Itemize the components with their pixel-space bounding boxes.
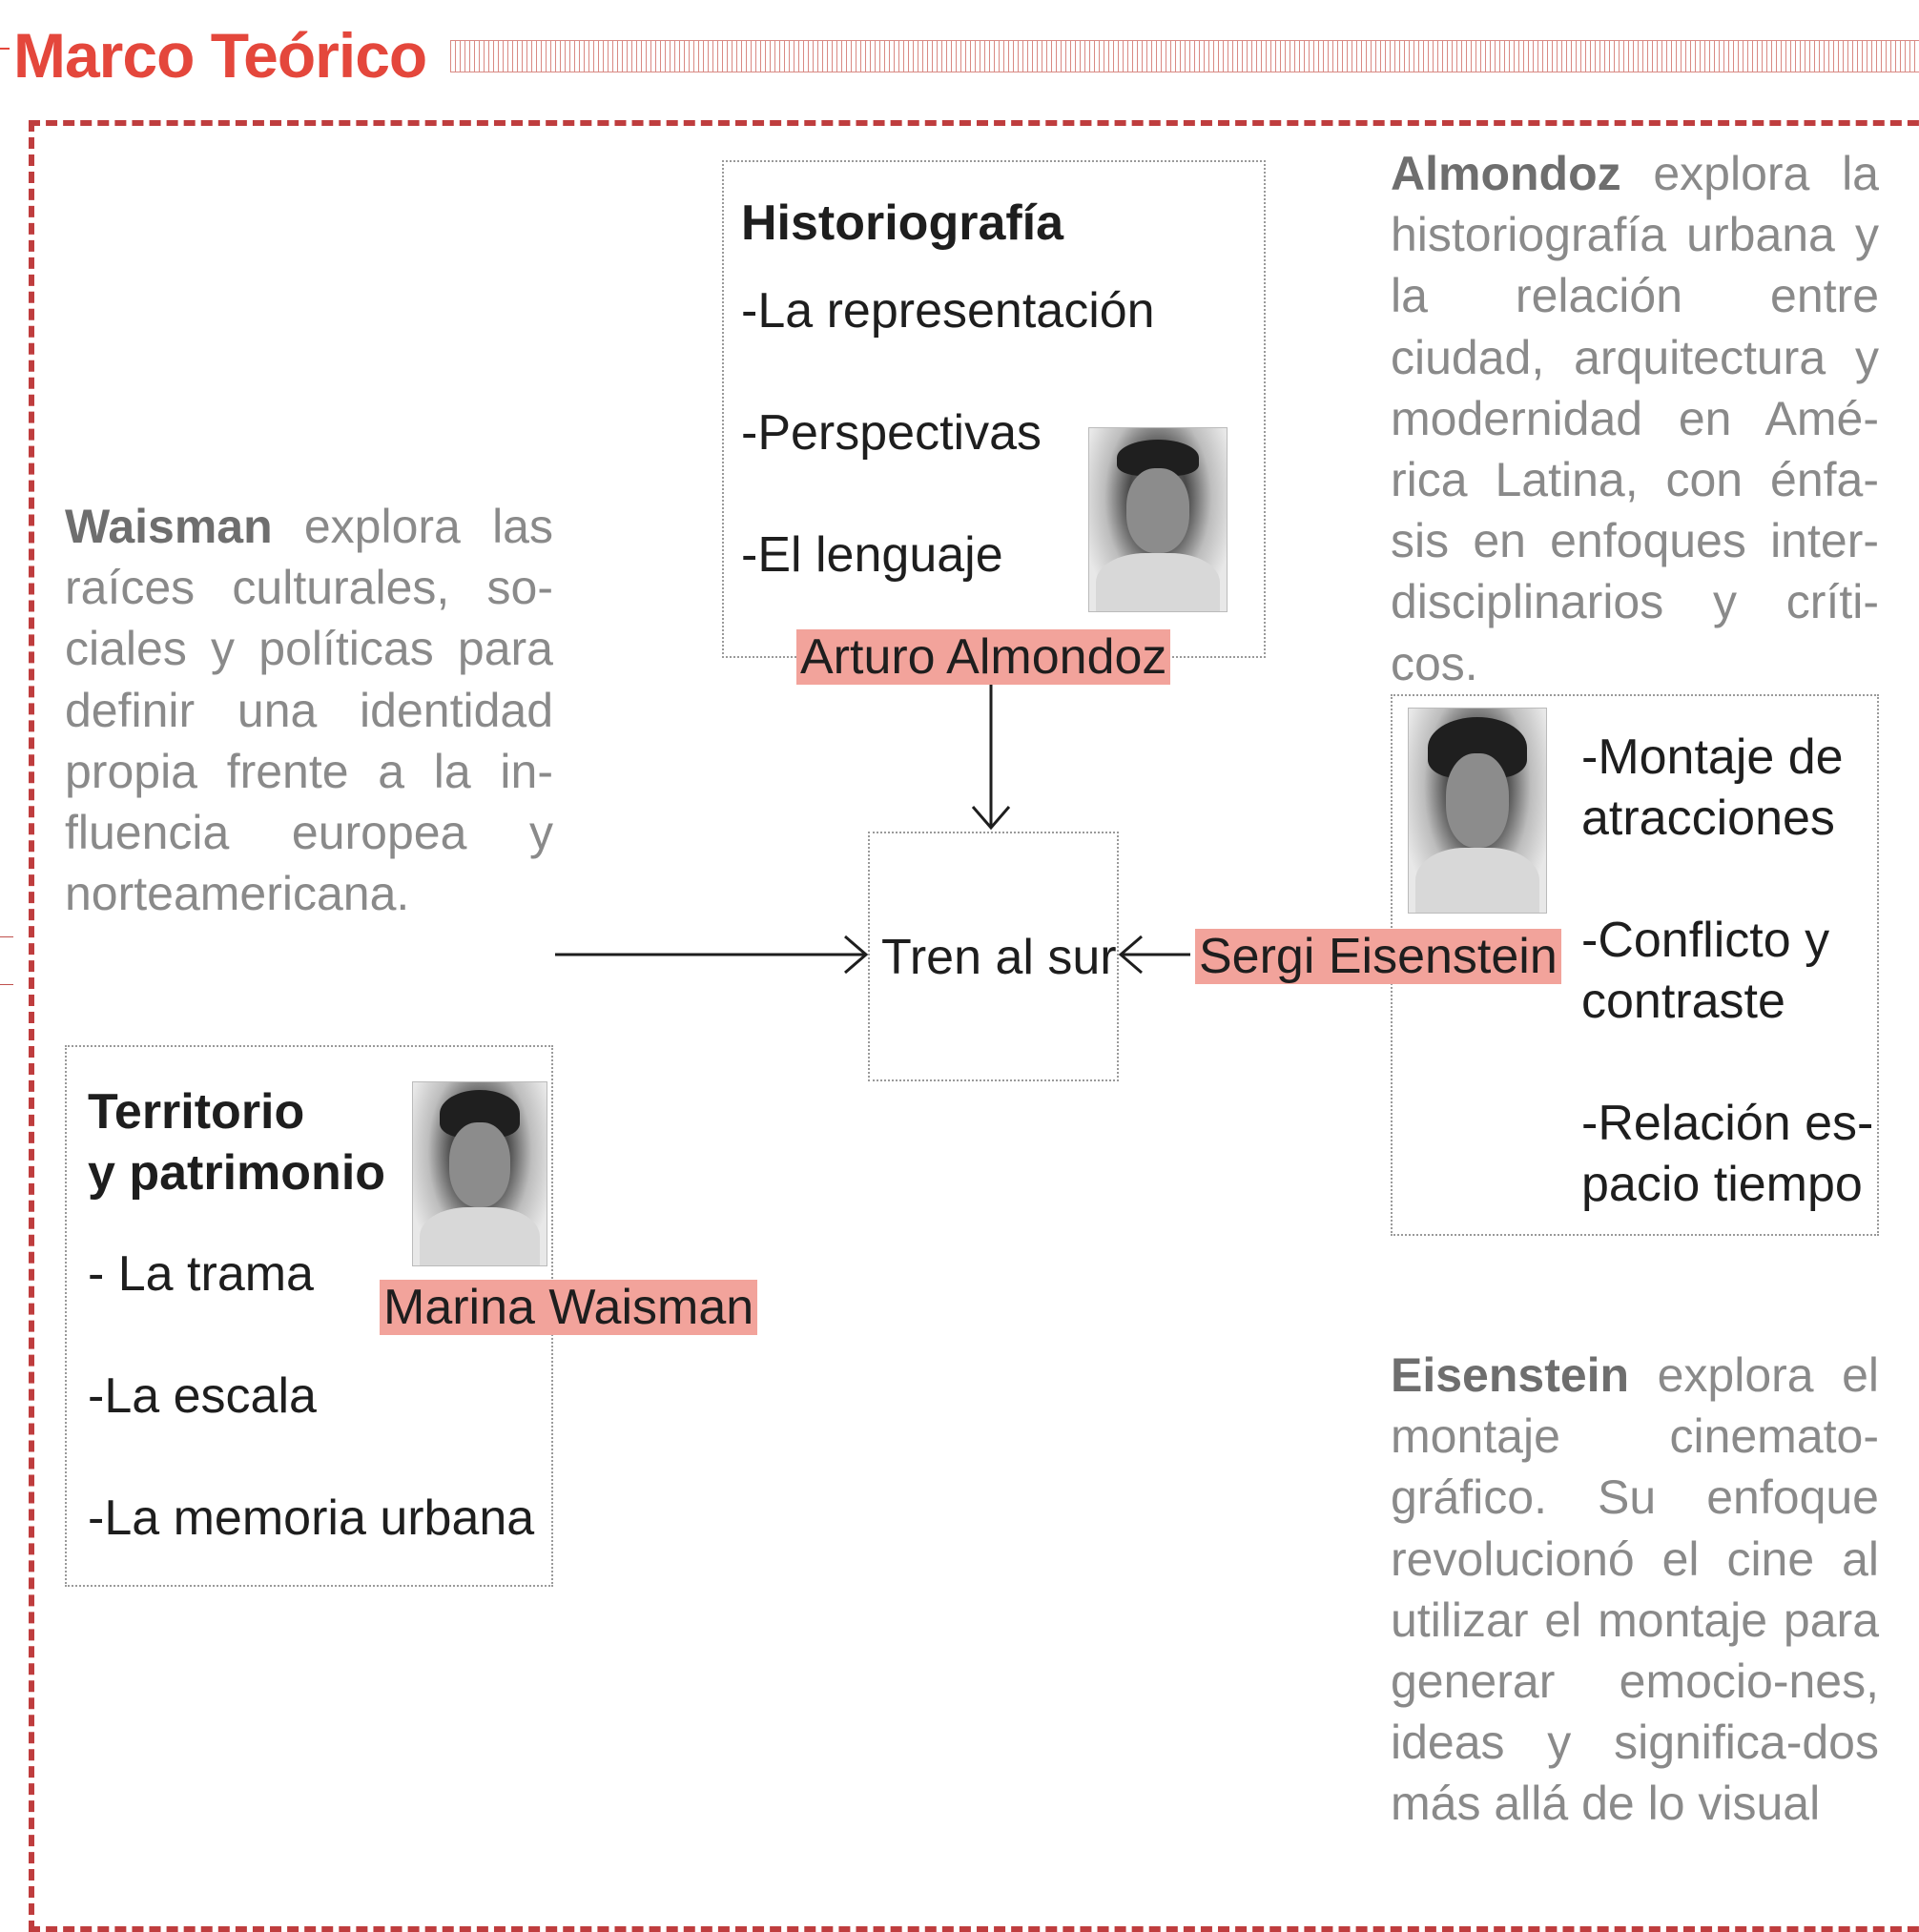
historiografia-item: -Perspectivas xyxy=(741,405,1042,461)
arrow-almondoz-head xyxy=(971,806,1011,831)
almondoz-name-tag: Arturo Almondoz xyxy=(796,629,1171,685)
territorio-heading-line2: y patrimonio xyxy=(88,1145,386,1201)
historiografia-box: Historiografía -La representación -Persp… xyxy=(722,160,1266,658)
historiografia-item: -El lenguaje xyxy=(741,527,1003,583)
waisman-name-tag: Marina Waisman xyxy=(380,1280,758,1335)
territorio-item: -La memoria urbana xyxy=(88,1490,535,1546)
territorio-heading-line1: Territorio xyxy=(88,1084,305,1140)
waisman-desc-name: Waisman xyxy=(65,500,273,553)
side-tick-upper xyxy=(0,936,13,937)
waisman-desc-text: explora las raíces culturales, so-ciales… xyxy=(65,500,553,921)
territorio-item: -La escala xyxy=(88,1368,317,1424)
eisenstein-description: Eisenstein explora el montaje cinemato-g… xyxy=(1391,1345,1879,1835)
title-hatch-band xyxy=(450,40,1919,72)
territorio-box: Territorio y patrimonio - La trama -La e… xyxy=(65,1045,553,1587)
almondoz-description: Almondoz explora la historiografía urban… xyxy=(1391,143,1879,694)
eisenstein-item: -Montaje de atracciones xyxy=(1581,730,1844,846)
center-node-box xyxy=(868,832,1119,1081)
territorio-item: - La trama xyxy=(88,1246,314,1302)
arrow-eisenstein-head xyxy=(1118,935,1143,975)
eisenstein-portrait xyxy=(1408,708,1547,914)
historiografia-item: -La representación xyxy=(741,283,1155,339)
side-tick-lower xyxy=(0,984,13,985)
historiografia-heading: Historiografía xyxy=(741,195,1064,251)
page-title: Marco Teórico xyxy=(13,20,427,91)
header-left-tick xyxy=(0,48,10,50)
eisenstein-item: -Relación es-pacio tiempo xyxy=(1581,1096,1874,1212)
waisman-portrait xyxy=(412,1081,547,1266)
eisenstein-desc-name: Eisenstein xyxy=(1391,1348,1630,1402)
connector-arrows xyxy=(555,685,1190,975)
almondoz-portrait xyxy=(1088,427,1228,612)
waisman-description: Waisman explora las raíces culturales, s… xyxy=(65,496,553,924)
almondoz-desc-text: explora la historiografía urbana y la re… xyxy=(1391,147,1879,690)
almondoz-desc-name: Almondoz xyxy=(1391,147,1621,200)
eisenstein-item: -Conflicto y contraste xyxy=(1581,913,1830,1029)
eisenstein-desc-text: explora el montaje cinemato-gráfico. Su … xyxy=(1391,1348,1879,1831)
arrow-waisman-head xyxy=(844,935,869,975)
center-node-label: Tren al sur xyxy=(881,930,1117,985)
eisenstein-name-tag: Sergi Eisenstein xyxy=(1195,929,1561,984)
